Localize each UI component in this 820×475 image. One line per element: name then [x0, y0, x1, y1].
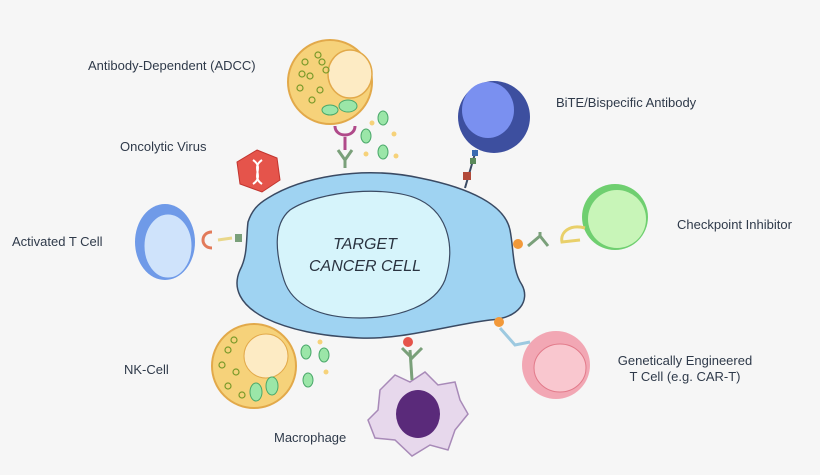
checkpoint-cell	[513, 184, 648, 250]
label-checkpoint-inhibitor: Checkpoint Inhibitor	[677, 217, 792, 232]
label-adcc: Antibody-Dependent (ADCC)	[88, 58, 256, 73]
label-oncolytic-virus: Oncolytic Virus	[120, 139, 207, 154]
label-car-t-line-2: T Cell (e.g. CAR-T)	[629, 369, 741, 384]
nk-cell	[211, 323, 330, 409]
activated-t-cell	[135, 204, 242, 280]
adcc-cell	[287, 39, 399, 168]
granules-nk	[300, 339, 330, 388]
label-macrophage: Macrophage	[274, 430, 347, 445]
bite-cell	[458, 81, 530, 189]
label-bite: BiTE/Bispecific Antibody	[556, 95, 697, 110]
page-title: TARGET CANCER CELL	[270, 234, 460, 278]
macrophage	[367, 337, 469, 457]
car-t-cell	[494, 317, 590, 399]
label-car-t: Genetically Engineered T Cell (e.g. CAR-…	[610, 353, 760, 385]
title-line-2: CANCER CELL	[308, 258, 422, 275]
target-cancer-cell	[236, 172, 526, 339]
label-activated-t-cell: Activated T Cell	[12, 234, 103, 249]
label-car-t-line-1: Genetically Engineered	[617, 353, 753, 368]
label-nk-cell: NK-Cell	[124, 362, 169, 377]
granules-adcc	[360, 110, 399, 160]
cancer-cell-inner	[276, 190, 451, 319]
title-line-1: TARGET	[333, 236, 397, 253]
oncolytic-virus	[236, 149, 281, 193]
